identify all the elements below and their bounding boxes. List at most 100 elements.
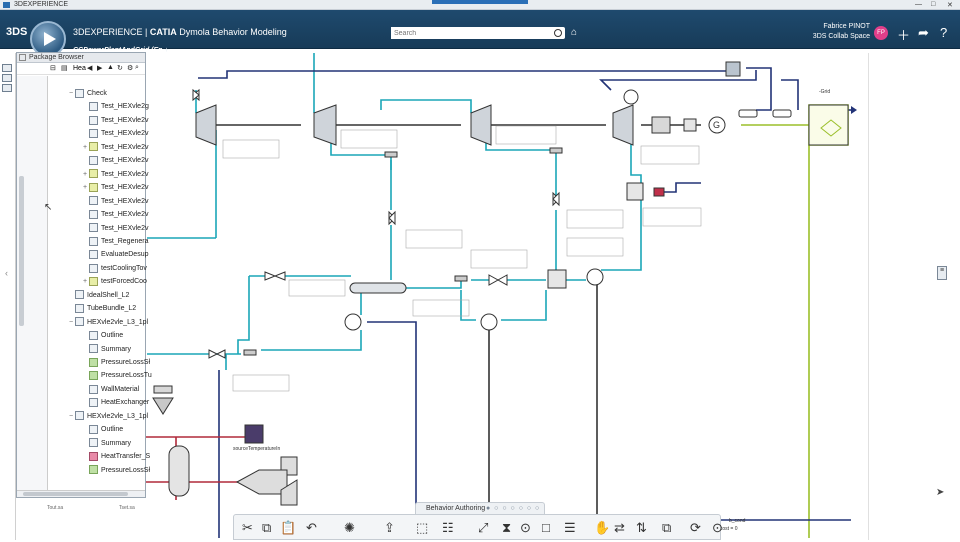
tree-item-cooltow[interactable]: testCoolingTov [83, 262, 147, 275]
compass-icon[interactable] [30, 21, 66, 57]
close-panel-icon[interactable] [19, 54, 26, 61]
model-icon [89, 398, 98, 407]
expand-toggle-icon[interactable]: − [69, 412, 74, 420]
rotate-icon[interactable]: ⊙ [520, 520, 531, 535]
right-panel-toggle[interactable]: ≡ [937, 266, 947, 280]
tree-item-t6[interactable]: +Test_HEXvle2v [83, 168, 148, 181]
ds-logo: 3DS [6, 26, 28, 38]
tree-item-t4[interactable]: + Test_HEXvle2v [83, 141, 148, 154]
tree-item-check[interactable]: −Check [69, 87, 107, 100]
align-icon[interactable]: ☰ [564, 520, 576, 535]
search-box[interactable] [391, 27, 565, 39]
close-window-button[interactable]: ✕ [947, 2, 953, 9]
tree-item-desup[interactable]: EvaluateDesup [83, 248, 148, 261]
grid-icon[interactable]: ☷ [442, 520, 454, 535]
tree-item-label: HeatTransfer_S [101, 453, 151, 461]
tree-item-wall[interactable]: WallMaterial [83, 383, 139, 396]
tree-item-ideal-shell[interactable]: IdealShell_L2 [69, 289, 129, 302]
collapse-left-icon[interactable]: ‹ [5, 268, 8, 278]
horizontal-scrollbar[interactable] [17, 490, 145, 497]
tree-item-outline-1[interactable]: Outline [83, 329, 123, 342]
expand-toggle-icon[interactable]: + [83, 170, 88, 178]
undo-icon[interactable]: ↶ [306, 520, 317, 535]
expand-icon[interactable]: ⊟ [50, 65, 56, 72]
forward-icon[interactable]: ▶ [97, 65, 103, 72]
minimize-button[interactable]: — [915, 1, 922, 8]
up-icon[interactable]: ▲ [107, 64, 114, 71]
hand-icon[interactable]: ✋ [594, 520, 611, 535]
settings-icon[interactable]: ⚙ [127, 65, 134, 72]
tree-item-forced[interactable]: +testForcedCoo [83, 275, 147, 288]
tree-item-heatex[interactable]: HeatExchanger [83, 396, 149, 409]
tree-item-t10[interactable]: Test_HEXvle2v [83, 222, 148, 235]
snap-icon[interactable]: ⧗ [502, 520, 512, 535]
tree-item-regen[interactable]: Test_Regenera [83, 235, 148, 248]
tree-item-summary-2[interactable]: Summary [83, 437, 131, 450]
tree-item-t3[interactable]: Test_HEXvle2v [83, 127, 148, 140]
select-icon[interactable]: ⬚ [416, 520, 429, 535]
tag-icon[interactable]: ⌂ [571, 27, 578, 38]
component-icon[interactable]: ✺ [344, 520, 355, 535]
drag-handle[interactable] [432, 0, 528, 4]
maximize-button[interactable]: □ [931, 1, 936, 8]
expand-toggle-icon[interactable]: + [83, 278, 88, 286]
export-icon[interactable]: ⇪ [384, 520, 395, 535]
tree-item-label: Test_HEXvle2v [101, 157, 149, 165]
avatar[interactable]: FP [874, 26, 888, 40]
expand-toggle-icon[interactable]: − [69, 90, 74, 97]
tree-item-t2[interactable]: Test_HEXvle2v [83, 114, 148, 127]
help-icon[interactable]: ? [940, 25, 948, 40]
tree-item-label: Test_HEXvle2v [101, 143, 149, 151]
grid-connector[interactable] [851, 106, 857, 114]
expand-toggle-icon[interactable]: + [83, 184, 88, 192]
tree-item-t1[interactable]: Test_HEXvle2g [83, 100, 149, 113]
document-tab-label: CCPowerPlantAndGrid (En [73, 47, 163, 54]
search-icon[interactable] [554, 29, 562, 37]
tree-item-outline-2[interactable]: Outline [83, 423, 123, 436]
sidebar-button-1[interactable] [2, 64, 12, 72]
tree-item-summary-1[interactable]: Summary [83, 343, 131, 356]
expand-toggle-icon[interactable]: + [83, 143, 88, 151]
flip-v-icon[interactable]: ⇅ [636, 520, 647, 535]
cut-icon[interactable]: ✂ [242, 520, 253, 535]
tree-item-label: Summary [101, 439, 131, 447]
refresh-icon[interactable]: ↻ [117, 65, 123, 72]
sidebar-button-2[interactable] [2, 74, 12, 82]
tree-item-tube-bundle[interactable]: TubeBundle_L2 [69, 302, 136, 315]
box-icon[interactable]: □ [542, 520, 550, 535]
search-input[interactable] [391, 27, 541, 39]
expand-toggle-icon[interactable]: − [69, 318, 74, 326]
tree-scrollbar[interactable] [19, 176, 24, 326]
tree-item-t9[interactable]: Test_HEXvle2v [83, 208, 148, 221]
document-tab[interactable]: CCPowerPlantAndGrid (En + [73, 47, 169, 54]
model-icon [89, 169, 98, 179]
tree-item-label: EvaluateDesup [101, 251, 149, 259]
tree-item-t8[interactable]: Test_HEXvle2v [83, 195, 148, 208]
tree-item-hex-2[interactable]: −HEXvle2vle_L3_1pl [69, 410, 148, 423]
paste-icon[interactable]: 📋 [280, 520, 297, 535]
folder-icon[interactable]: ▤ [61, 65, 68, 72]
add-tab-icon[interactable]: + [164, 47, 169, 54]
more-icon[interactable]: ⊙ [712, 520, 723, 535]
add-icon[interactable]: ＋ [897, 28, 911, 43]
tree-item-pls-1[interactable]: PressureLossSł [83, 356, 150, 369]
duplicate-icon[interactable]: ⧉ [662, 520, 672, 535]
tree-item-heattransfer[interactable]: HeatTransfer_S [83, 450, 150, 463]
model-icon [75, 290, 84, 300]
copy-icon[interactable]: ⧉ [262, 520, 272, 535]
tree-item-hex-1[interactable]: −HEXvle2vle_L3_1pl [69, 316, 148, 329]
back-icon[interactable]: ◀ [87, 65, 93, 72]
tree-item-t5[interactable]: Test_HEXvle2v [83, 154, 148, 167]
share-icon[interactable]: ➦ [918, 25, 929, 40]
sidebar-button-3[interactable] [2, 84, 12, 92]
tree-item-t7[interactable]: +Test_HEXvle2v [83, 181, 148, 194]
user-info[interactable]: Fabrice PINOT 3DS Collab Space [790, 23, 870, 40]
search-tree-icon[interactable]: ⌕ [135, 64, 139, 71]
tree-item-plt-1[interactable]: PressureLossTu [83, 369, 152, 382]
flip-h-icon[interactable]: ⇄ [614, 520, 625, 535]
refresh-icon[interactable]: ⟳ [690, 520, 701, 535]
tree-item-label: Test_HEXvle2g [101, 103, 149, 111]
collab-space-selector[interactable]: 3DS Collab Space [812, 33, 870, 40]
transform-icon[interactable]: ⤢ [478, 520, 489, 535]
tree-item-pls-2[interactable]: PressureLossSł [83, 464, 150, 477]
